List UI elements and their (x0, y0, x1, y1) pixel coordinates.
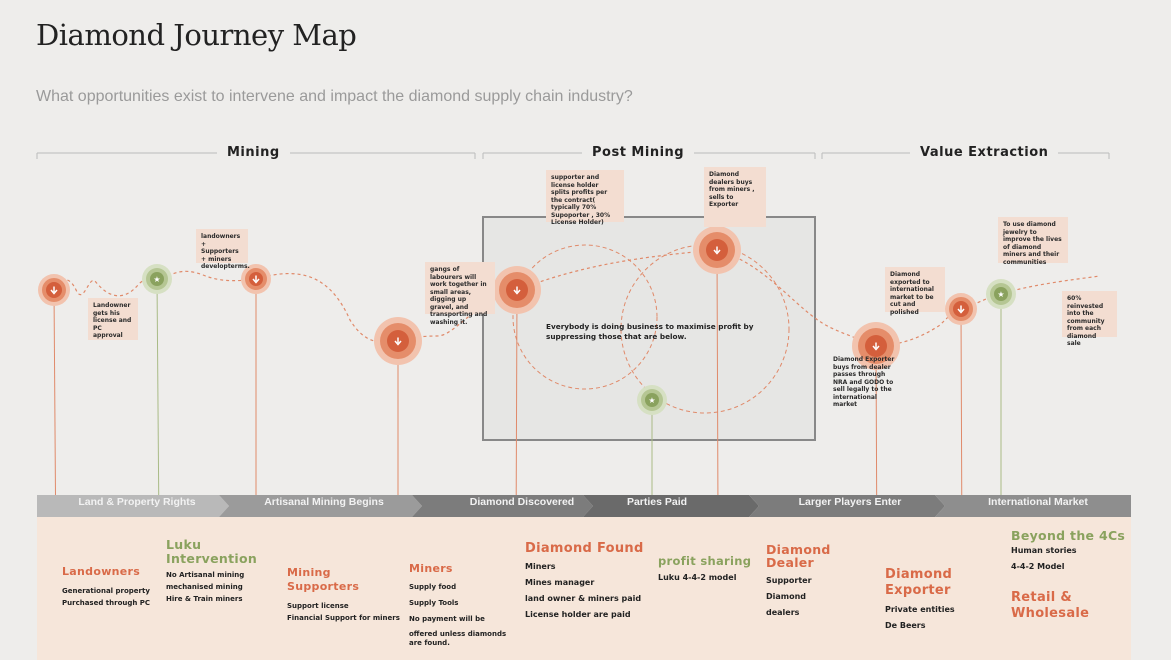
svg-text:★: ★ (997, 290, 1004, 299)
node-landowners (38, 274, 70, 306)
role-item: 4-4-2 Model (1011, 562, 1065, 571)
role-item: offered unless diamonds are found. (409, 630, 507, 647)
node-diamond-exporter (852, 322, 900, 370)
page-subtitle: What opportunities exist to intervene an… (36, 88, 633, 105)
role-profit-sharing: profit sharing Luku 4-4-2 model (658, 554, 758, 586)
node-diamond-found (493, 266, 541, 314)
role-item: Private entities (885, 605, 955, 614)
role-title: profit sharing (658, 554, 752, 568)
role-title: Mining Supporters (287, 566, 360, 593)
role-item: De Beers (885, 621, 926, 630)
role-title: Beyond the 4Cs (1011, 528, 1126, 543)
role-item: Supporter (766, 576, 812, 585)
role-item: Generational property (62, 587, 150, 595)
role-item: mechanised mining (166, 583, 243, 591)
role-title: Landowners (62, 565, 141, 578)
svg-text:★: ★ (153, 275, 160, 284)
page-title: Diamond Journey Map (36, 18, 357, 52)
role-item: land owner & miners paid (525, 594, 642, 603)
role-mining-supporters: Mining Supporters Support license Financ… (287, 566, 405, 624)
role-item: Support license (287, 602, 349, 610)
stage-band (37, 495, 1131, 517)
stage-discovered: Diamond Discovered (469, 496, 575, 508)
role-item: No Artisanal mining (166, 571, 245, 579)
note-profit-split: supporter and license holder splits prof… (546, 170, 624, 226)
role-item: Supply Tools (409, 599, 459, 607)
node-supporters (241, 264, 271, 294)
role-item: License holder are paid (525, 610, 631, 619)
role-diamond-found: Diamond Found Miners Mines manager land … (525, 541, 655, 623)
node-diamond-dealer (693, 226, 741, 274)
role-item: Mines manager (525, 578, 595, 587)
role-title: Miners (409, 562, 453, 575)
role-diamond-dealer: Diamond Dealer Supporter Diamond dealers (766, 543, 836, 621)
role-item: Human stories (1011, 546, 1077, 555)
role-title: Diamond Found (525, 541, 644, 556)
note-reinvested: 60% reinvested into the community from e… (1062, 291, 1117, 347)
node-miners (374, 317, 422, 365)
role-title: Diamond Exporter (885, 567, 953, 598)
role-item: Supply food (409, 583, 457, 591)
role-item: Hire & Train miners (166, 595, 243, 603)
stage-land-property: Land & Property Rights (78, 496, 196, 508)
role-item: Purchased through PC (62, 599, 151, 607)
roles-panel (37, 517, 1131, 660)
phase-mining: Mining (217, 145, 290, 160)
role-title: Luku Intervention (166, 537, 258, 566)
note-labourers: gangs of labourers will work together in… (425, 262, 495, 326)
phase-post-mining: Post Mining (582, 145, 695, 160)
node-retail (945, 293, 977, 325)
note-supporters: landowners + Supporters + miners develop… (196, 229, 250, 270)
role-retail-wholesale: Retail & Wholesale (1011, 590, 1089, 622)
note-landowner: Landowner gets his license and PC approv… (88, 298, 138, 340)
role-diamond-exporter: Diamond Exporter Private entities De Bee… (885, 567, 957, 634)
stage-parties-paid: Parties Paid (626, 496, 688, 508)
node-beyond: ★ (986, 279, 1016, 309)
center-statement: Everybody is doing business to maximise … (546, 322, 754, 341)
role-item: Miners (525, 562, 556, 571)
stage-artisanal: Artisanal Mining Begins (264, 496, 384, 508)
role-item: Diamond dealers (766, 592, 807, 617)
note-exporter: Diamond Exporter buys from dealer passes… (833, 356, 895, 408)
role-beyond-4cs: Beyond the 4Cs Human stories 4-4-2 Model (1011, 528, 1131, 575)
role-luku: Luku Intervention No Artisanal mining me… (166, 538, 266, 605)
role-item: No payment will be (409, 615, 485, 623)
note-dealers: Diamond dealers buys from miners , sells… (704, 167, 766, 227)
phase-value-extraction: Value Extraction (910, 145, 1059, 160)
role-title: Diamond Dealer (766, 542, 831, 570)
note-exported: Diamond exported to international market… (885, 267, 945, 316)
svg-text:★: ★ (648, 396, 655, 405)
node-luku: ★ (142, 264, 172, 294)
role-landowners: Landowners Generational property Purchas… (62, 565, 162, 609)
role-title: Retail & Wholesale (1011, 590, 1090, 621)
node-profit-sharing: ★ (637, 385, 667, 415)
role-item: Luku 4-4-2 model (658, 573, 737, 582)
note-jewelry: To use diamond jewelry to improve the li… (998, 217, 1068, 266)
role-item: Financial Support for miners (287, 614, 400, 622)
role-miners: Miners Supply food Supply Tools No payme… (409, 562, 513, 648)
stage-international: International Market (988, 496, 1088, 508)
stage-larger-players: Larger Players Enter (798, 496, 902, 508)
journey-path (53, 249, 1101, 347)
